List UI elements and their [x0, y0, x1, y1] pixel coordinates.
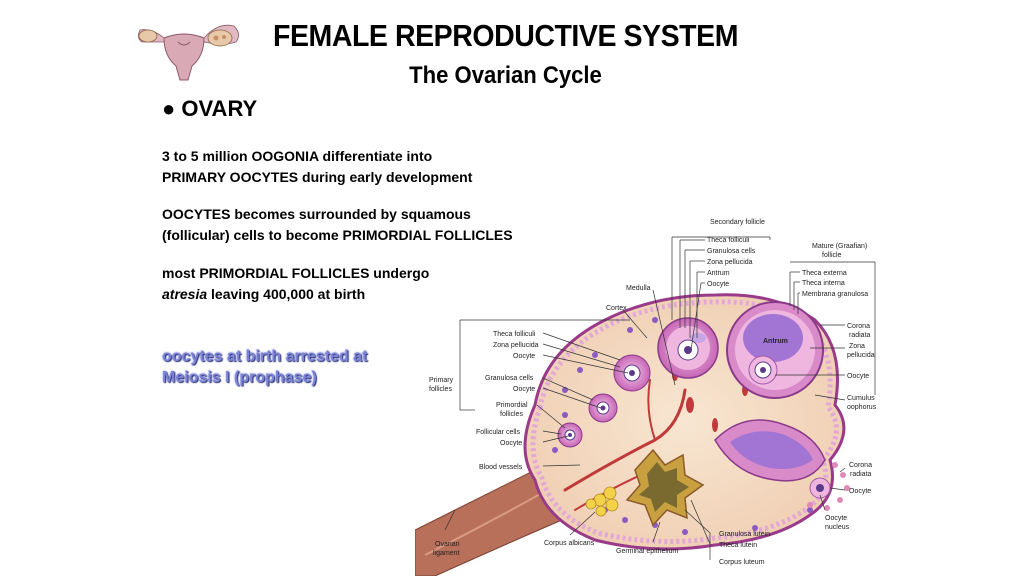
label-theca-folliculi-top: Theca folliculi	[707, 237, 750, 244]
label-corona-radiata-1: Corona	[847, 323, 870, 330]
corpus-luteum	[625, 448, 705, 527]
label-oocyte-left2: Oocyte	[513, 386, 535, 393]
label-primary-follicles-1: Primary	[429, 377, 454, 384]
para3-rest: leaving 400,000 at birth	[207, 286, 366, 302]
label-primary-follicles-2: follicles	[429, 386, 452, 393]
label-theca-externa: Theca externa	[802, 270, 847, 277]
diagram-labels: Secondary follicle Theca folliculi Granu…	[429, 219, 877, 566]
label-corona-radiata-low-2: radiata	[850, 471, 872, 478]
cortex-cells	[552, 317, 813, 535]
label-oocyte-nucleus-1: Oocyte	[825, 515, 847, 522]
label-theca-interna: Theca interna	[802, 280, 845, 287]
label-oocyte-left: Oocyte	[513, 353, 535, 360]
secondary-follicle	[657, 317, 719, 379]
para2-line2: (follicular) cells to become PRIMORDIAL …	[162, 227, 513, 243]
label-cumulus-oophorus-1: Cumulus	[847, 395, 875, 402]
page-title: FEMALE REPRODUCTIVE SYSTEM	[272, 18, 739, 53]
label-cumulus-oophorus-2: oophorus	[847, 404, 877, 411]
label-cortex: Cortex	[606, 305, 627, 312]
label-oocyte-right: Oocyte	[847, 373, 869, 380]
label-theca-lutein: Theca lutein	[719, 542, 757, 549]
label-oocyte-nucleus-2: nucleus	[825, 524, 850, 531]
bullet-heading: ● OVARY	[162, 96, 258, 121]
label-germinal-epithelium: Germinal epithelium	[616, 548, 678, 555]
paragraph-oogonia: 3 to 5 million OOGONIA differentiate int…	[162, 146, 472, 188]
para2-line1: OOCYTES becomes surrounded by squamous	[162, 206, 471, 222]
label-leaders	[444, 236, 876, 560]
label-ovarian-ligament-1: Ovarian	[435, 541, 460, 548]
label-corona-radiata-low-1: Corona	[849, 462, 872, 469]
paragraph-meiosis: oocytes at birth arrested at Meiosis I (…	[162, 346, 367, 388]
primary-follicles	[588, 354, 651, 423]
primordial-follicles	[557, 422, 583, 448]
paragraph-oocytes: OOCYTES becomes surrounded by squamous (…	[162, 204, 513, 246]
label-blood-vessels: Blood vessels	[479, 464, 523, 471]
label-oocyte-low: Oocyte	[849, 488, 871, 495]
label-antrum-top: Antrum	[707, 270, 730, 277]
label-oocyte-top: Oocyte	[707, 281, 729, 288]
label-granulosa-cells-left: Granulosa cells	[485, 375, 534, 382]
atresia-italic: atresia	[162, 286, 208, 302]
para4-line1: oocytes at birth arrested at	[162, 348, 368, 365]
label-ovarian-ligament-2: ligament	[433, 550, 460, 557]
label-mature-follicle-2: follicle	[822, 252, 842, 259]
label-zona-pellucida-right-1: Zona	[849, 343, 865, 350]
ovary-diagram: Antrum	[415, 219, 877, 576]
uterus-logo	[138, 24, 239, 81]
label-granulosa-cells-top: Granulosa cells	[707, 248, 756, 255]
label-theca-folliculi-left: Theca folliculi	[493, 331, 536, 338]
paragraph-atresia: most PRIMORDIAL FOLLICLES undergo atresi…	[162, 263, 429, 305]
para3-line2: atresia leaving 400,000 at birth	[162, 284, 429, 305]
para1-line2: PRIMARY OOCYTES during early development	[162, 169, 473, 185]
label-zona-pellucida-right-2: pellucida	[847, 352, 875, 359]
label-membrana-granulosa: Membrana granulosa	[802, 291, 868, 298]
label-primordial-follicles-2: follicles	[500, 411, 523, 418]
label-zona-pellucida-left: Zona pellucida	[493, 342, 539, 349]
label-granulosa-lutein: Granulosa lutein	[719, 531, 770, 538]
label-corona-radiata-2: radiata	[849, 332, 871, 339]
label-zona-pellucida-top: Zona pellucida	[707, 259, 753, 266]
label-medulla: Medulla	[626, 285, 651, 292]
label-secondary-follicle: Secondary follicle	[710, 219, 765, 226]
ovulation-site	[714, 419, 850, 511]
para1-line1: 3 to 5 million OOGONIA differentiate int…	[162, 148, 433, 164]
label-oocyte-left3: Oocyte	[500, 440, 522, 447]
label-antrum-inside: Antrum	[763, 338, 788, 345]
label-follicular-cells: Follicular cells	[476, 429, 520, 436]
page-subtitle: The Ovarian Cycle	[409, 62, 602, 89]
label-corpus-albicans: Corpus albicans	[544, 540, 595, 547]
para3-line1: most PRIMORDIAL FOLLICLES undergo	[162, 265, 430, 281]
label-mature-follicle-1: Mature (Graafian)	[812, 243, 867, 250]
label-primordial-follicles-1: Primordial	[496, 402, 528, 409]
graafian-follicle: Antrum	[726, 301, 824, 399]
corpus-albicans	[585, 486, 619, 517]
para4-line2: Meiosis I (prophase)	[162, 369, 317, 386]
label-corpus-luteum: Corpus luteum	[719, 559, 765, 566]
